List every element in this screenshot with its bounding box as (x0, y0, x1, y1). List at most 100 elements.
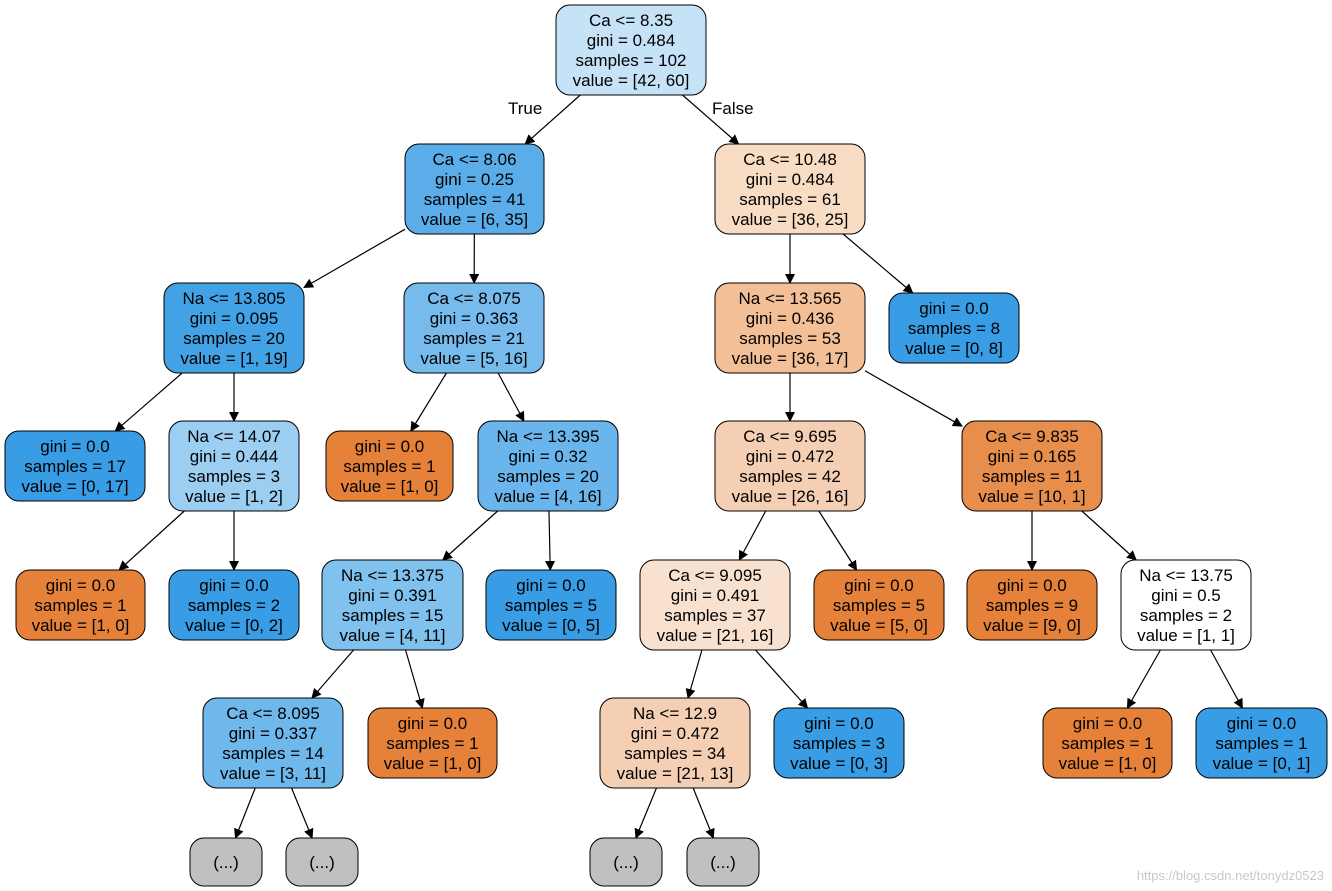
edge-n4-n10 (497, 372, 525, 422)
node-text-line: samples = 8 (908, 319, 1000, 338)
node-box (163, 282, 305, 374)
node-text-line: gini = 0.337 (229, 724, 317, 743)
node-text-line: value = [5, 16] (420, 349, 527, 368)
edge-n17-n24 (754, 649, 809, 709)
node-text-line: samples = 5 (505, 596, 597, 615)
edge-n1-n3 (303, 228, 406, 289)
node-text-line: value = [0, 17] (21, 477, 128, 496)
node-text-line: samples = 1 (1061, 734, 1153, 753)
node-text-line: gini = 0.095 (190, 309, 278, 328)
node-text-line: value = [36, 17] (732, 349, 849, 368)
node-text-line: gini = 0.0 (516, 576, 585, 595)
edge-n15-n21 (311, 649, 354, 699)
edge-n3-n7 (114, 372, 183, 432)
node-text-line: gini = 0.0 (1227, 714, 1296, 733)
node-text-line: Na <= 14.07 (187, 427, 281, 446)
node-text-line: Na <= 13.565 (738, 289, 841, 308)
node-text-line: samples = 20 (183, 329, 285, 348)
node-text-line: (...) (213, 853, 239, 872)
node-text-line: samples = 1 (34, 596, 126, 615)
node-text-line: samples = 5 (833, 596, 925, 615)
node-text-line: value = [42, 60] (573, 71, 690, 90)
node-text-line: value = [4, 11] (339, 626, 445, 645)
node-text-line: Ca <= 8.075 (427, 289, 521, 308)
node-box (367, 707, 498, 779)
edge-n15-n22 (404, 649, 425, 709)
node-box (485, 569, 617, 641)
edge-n11-n18 (818, 510, 858, 571)
node-box (321, 559, 464, 651)
node-text-line: Ca <= 9.695 (743, 427, 837, 446)
node-box (599, 697, 751, 789)
node-text-line: gini = 0.5 (1151, 586, 1220, 605)
edge-n0-n2 (682, 94, 740, 145)
node-text-line: value = [6, 35] (421, 210, 528, 229)
node-text-line: value = [0, 5] (502, 616, 600, 635)
node-text-line: gini = 0.0 (997, 576, 1066, 595)
edge-n2-n6 (842, 233, 914, 294)
node-text-line: gini = 0.0 (40, 437, 109, 456)
node-box (202, 697, 344, 789)
node-box (773, 707, 905, 779)
edge-n23-n29 (634, 787, 658, 839)
node-text-line: gini = 0.484 (587, 31, 675, 50)
node-text-line: value = [1, 0] (32, 616, 130, 635)
node-box (477, 420, 619, 512)
node-text-line: gini = 0.444 (190, 447, 278, 466)
node-text-line: Ca <= 8.095 (226, 704, 320, 723)
node-box (15, 569, 146, 641)
edge-n23-n30 (692, 787, 715, 839)
node-text-line: value = [1, 0] (341, 477, 439, 496)
edge-n17-n23 (685, 649, 703, 699)
watermark-text: https://blog.csdn.net/tonydz0523 (1136, 868, 1324, 883)
node-box (1042, 707, 1173, 779)
node-text-line: value = [1, 0] (384, 754, 482, 773)
edge-n12-n20 (1081, 510, 1137, 561)
edge-n21-n27 (234, 787, 256, 839)
tree-node-n29: (...) (589, 837, 663, 887)
node-text-line: gini = 0.0 (1073, 714, 1142, 733)
node-text-line: value = [1, 2] (185, 487, 283, 506)
node-text-line: value = [1, 1] (1137, 626, 1235, 645)
node-text-line: value = [21, 13] (617, 764, 734, 783)
edge-n10-n16 (545, 510, 556, 571)
tree-node-n30: (...) (686, 837, 760, 887)
node-box (285, 837, 359, 887)
node-text-line: value = [36, 25] (732, 210, 849, 229)
node-text-line: samples = 1 (1215, 734, 1307, 753)
node-box (168, 569, 300, 641)
node-text-line: samples = 102 (575, 51, 686, 70)
edge-n5-n12 (864, 370, 963, 427)
node-text-line: gini = 0.0 (844, 576, 913, 595)
node-text-line: gini = 0.0 (919, 299, 988, 318)
node-box (1120, 559, 1252, 651)
node-text-line: samples = 1 (386, 734, 478, 753)
node-text-line: value = [5, 0] (830, 616, 928, 635)
node-text-line: value = [3, 11] (220, 764, 326, 783)
node-box (888, 292, 1020, 364)
node-text-line: samples = 34 (624, 744, 726, 763)
node-text-line: value = [0, 1] (1213, 754, 1311, 773)
node-text-line: gini = 0.491 (671, 586, 759, 605)
node-box (404, 143, 545, 235)
node-text-line: samples = 11 (982, 467, 1082, 486)
node-box (4, 430, 146, 502)
node-text-line: gini = 0.25 (435, 170, 514, 189)
